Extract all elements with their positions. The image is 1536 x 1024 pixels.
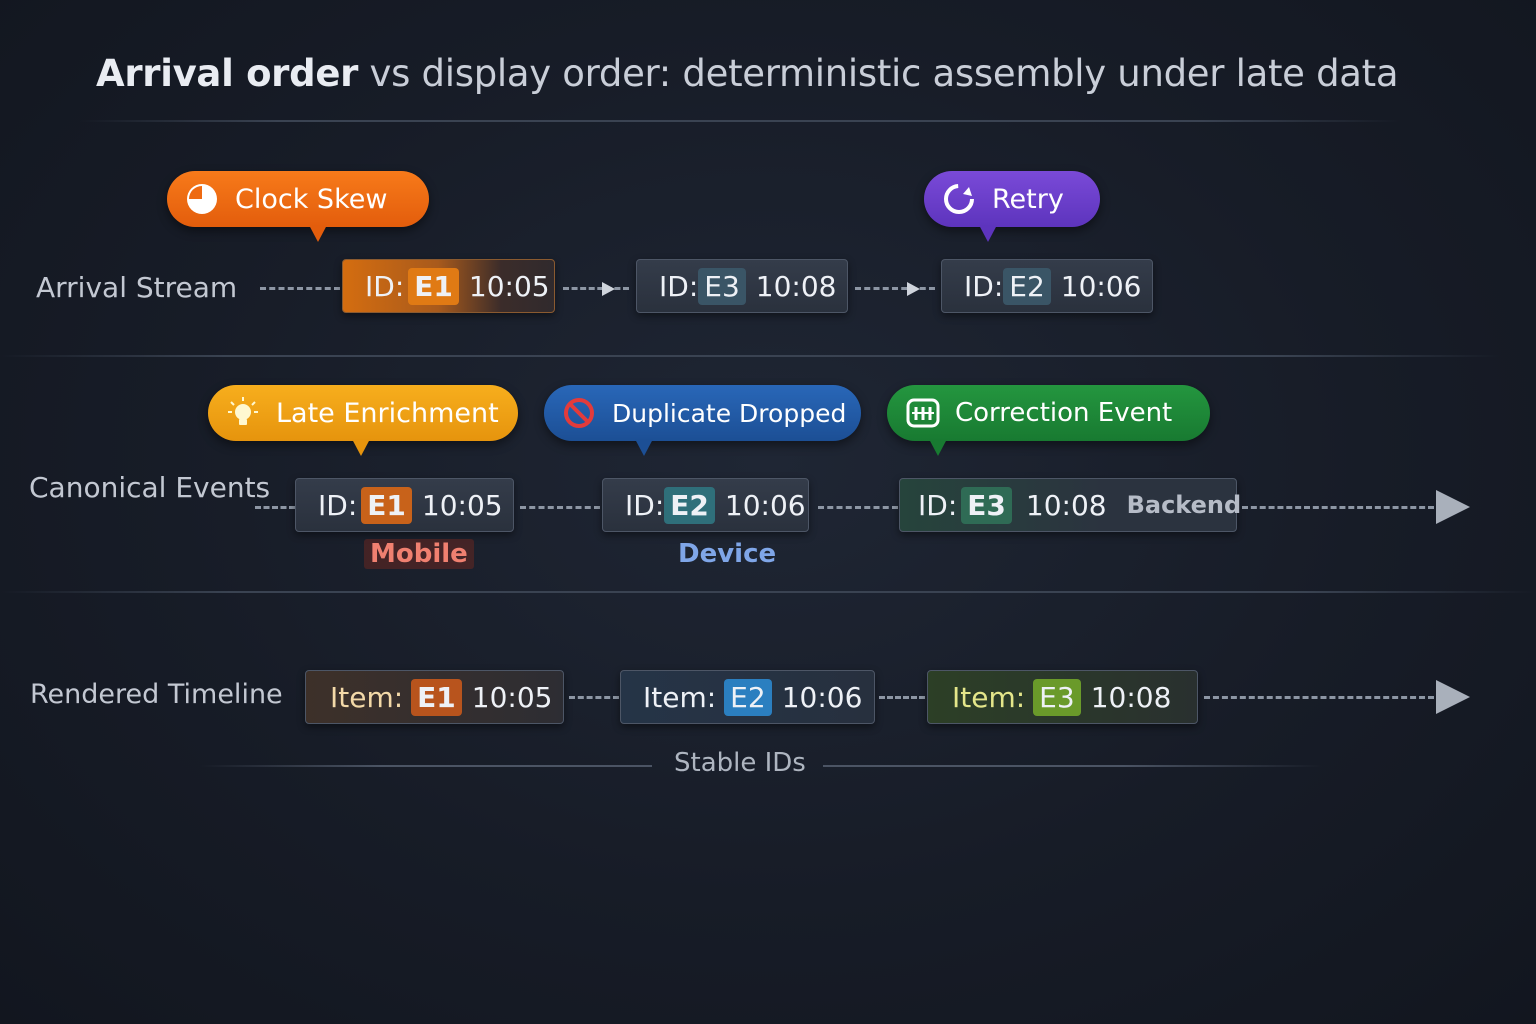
arrival-item-id: E3 — [698, 267, 746, 305]
arrival-item-e1: ID: E1 10:05 — [342, 259, 555, 313]
rendered-connector-1 — [879, 696, 925, 699]
canonical-item-e1: ID: E1 10:05 — [295, 478, 514, 532]
arrival-arrowhead-2 — [907, 282, 920, 296]
arrival-item-prefix: ID: — [964, 269, 1004, 303]
refresh-icon — [942, 182, 976, 216]
canonical-item-e2: ID: E2 10:06 — [602, 478, 809, 532]
row-divider-2 — [0, 591, 1536, 593]
title-strong: Arrival order — [96, 52, 359, 95]
canonical-events-label: Canonical Events — [29, 471, 271, 504]
callout-clock-skew-label: Clock Skew — [235, 183, 388, 215]
rendered-item-e1: Item: E1 10:05 — [305, 670, 564, 724]
arrival-connector-0 — [260, 287, 340, 290]
arrival-arrowhead-1 — [602, 282, 615, 296]
canonical-item-time: 10:08 — [1025, 488, 1107, 522]
canonical-item-time: 10:06 — [724, 488, 806, 522]
rendered-connector-2 — [1204, 696, 1434, 699]
rendered-timeline-label: Rendered Timeline — [30, 679, 283, 710]
canonical-item-e3: ID: E3 10:08 Backend — [899, 478, 1241, 532]
callout-duplicate-dropped: Duplicate Dropped — [544, 385, 861, 456]
stable-ids-label: Stable IDs — [674, 748, 806, 778]
canonical-connector-2 — [818, 506, 898, 509]
canonical-item-prefix: ID: — [918, 488, 958, 522]
callout-duplicate-dropped-label: Duplicate Dropped — [612, 398, 847, 428]
rendered-item-time: 10:05 — [471, 680, 553, 714]
rendered-item-e2: Item: E2 10:06 — [620, 670, 875, 724]
callout-retry-label: Retry — [992, 183, 1064, 215]
source-tag-backend: Backend — [1126, 491, 1242, 519]
arrival-item-time: 10:08 — [755, 269, 837, 303]
canonical-connector-3 — [1242, 506, 1434, 509]
source-tag-device: Device — [678, 539, 777, 569]
rendered-connector-0 — [569, 696, 619, 699]
arrival-item-id: E2 — [1003, 267, 1051, 305]
canonical-connector-0 — [255, 506, 295, 509]
callout-late-enrichment: Late Enrichment — [208, 385, 518, 456]
canonical-item-id: E3 — [961, 486, 1012, 524]
lightbulb-icon — [226, 396, 260, 430]
rendered-item-id: E1 — [411, 678, 462, 716]
canonical-item-prefix: ID: — [625, 488, 665, 522]
page-title: Arrival order vs display order: determin… — [96, 52, 1399, 95]
rendered-item-e3: Item: E3 10:08 — [927, 670, 1198, 724]
stable-ids-line-right — [823, 765, 1323, 767]
arrival-item-e2: ID: E2 10:06 — [941, 259, 1153, 313]
callout-clock-skew: Clock Skew — [167, 171, 429, 242]
arrival-item-e3: ID: E3 10:08 — [636, 259, 848, 313]
rendered-item-time: 10:06 — [781, 680, 863, 714]
canonical-item-id: E1 — [361, 486, 412, 524]
arrival-item-id: E1 — [408, 267, 459, 305]
rendered-item-prefix: Item: — [952, 680, 1026, 714]
rendered-item-id: E2 — [724, 678, 772, 716]
arrival-item-time: 10:05 — [468, 269, 550, 303]
canonical-item-time: 10:05 — [421, 488, 503, 522]
callout-retry: Retry — [924, 171, 1100, 242]
rendered-item-prefix: Item: — [643, 680, 717, 714]
clock-icon — [185, 182, 219, 216]
callout-late-enrichment-label: Late Enrichment — [276, 397, 499, 429]
correction-icon — [905, 396, 940, 430]
canonical-arrowhead — [1436, 490, 1470, 524]
arrival-item-prefix: ID: — [365, 269, 405, 303]
arrival-item-prefix: ID: — [659, 269, 699, 303]
source-tag-mobile: Mobile — [364, 539, 474, 569]
rendered-arrowhead — [1436, 680, 1470, 714]
stable-ids-line-left — [200, 765, 652, 767]
canonical-item-id: E2 — [664, 486, 715, 524]
arrival-connector-2 — [855, 287, 935, 290]
rendered-item-time: 10:08 — [1090, 680, 1172, 714]
arrival-item-time: 10:06 — [1060, 269, 1142, 303]
blocked-icon — [562, 396, 596, 430]
callout-correction-event-label: Correction Event — [955, 398, 1173, 428]
arrival-connector-1 — [563, 287, 629, 290]
callout-correction-event: Correction Event — [887, 385, 1210, 456]
rendered-item-id: E3 — [1033, 678, 1081, 716]
rendered-item-prefix: Item: — [330, 680, 404, 714]
row-divider-1 — [0, 355, 1500, 357]
arrival-stream-label: Arrival Stream — [36, 271, 238, 304]
title-rest: vs display order: deterministic assembly… — [358, 52, 1399, 95]
canonical-connector-1 — [520, 506, 600, 509]
title-divider — [80, 120, 1400, 122]
canonical-item-prefix: ID: — [318, 488, 358, 522]
